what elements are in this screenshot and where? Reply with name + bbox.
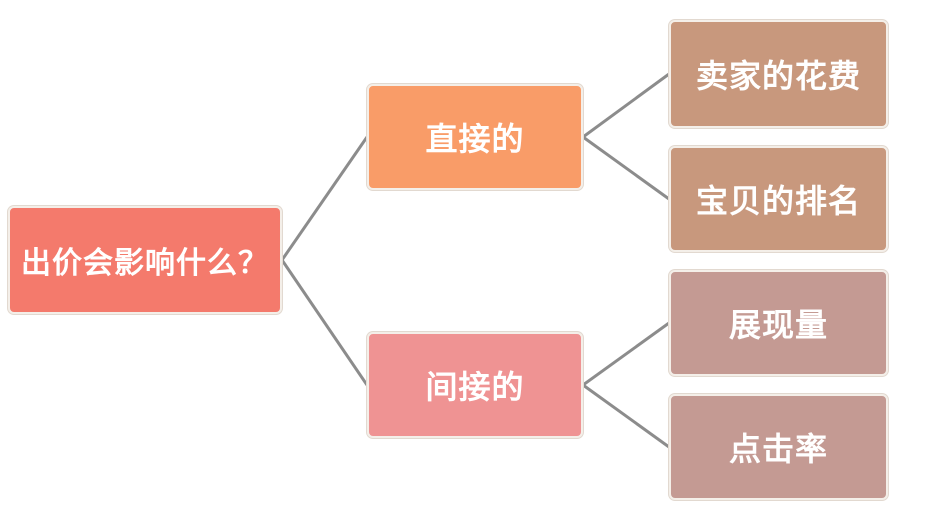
leaf-node-item-ranking: 宝贝的排名 — [669, 146, 888, 252]
leaf-node-seller-cost: 卖家的花费 — [669, 20, 888, 128]
connector-root-to-indirect — [280, 259, 369, 386]
root-node: 出价会影响什么？ — [8, 206, 282, 314]
branch-node-indirect: 间接的 — [367, 332, 583, 438]
leaf-node-impressions: 展现量 — [669, 270, 888, 376]
connector-indirect-to-impressions — [582, 321, 670, 387]
connector-direct-to-rank — [582, 135, 670, 201]
leaf-node-click-rate: 点击率 — [669, 394, 888, 500]
connector-indirect-to-ctr — [582, 383, 670, 449]
connector-direct-to-cost — [582, 72, 670, 139]
branch-node-direct: 直接的 — [367, 84, 583, 190]
connector-root-to-direct — [280, 136, 369, 261]
